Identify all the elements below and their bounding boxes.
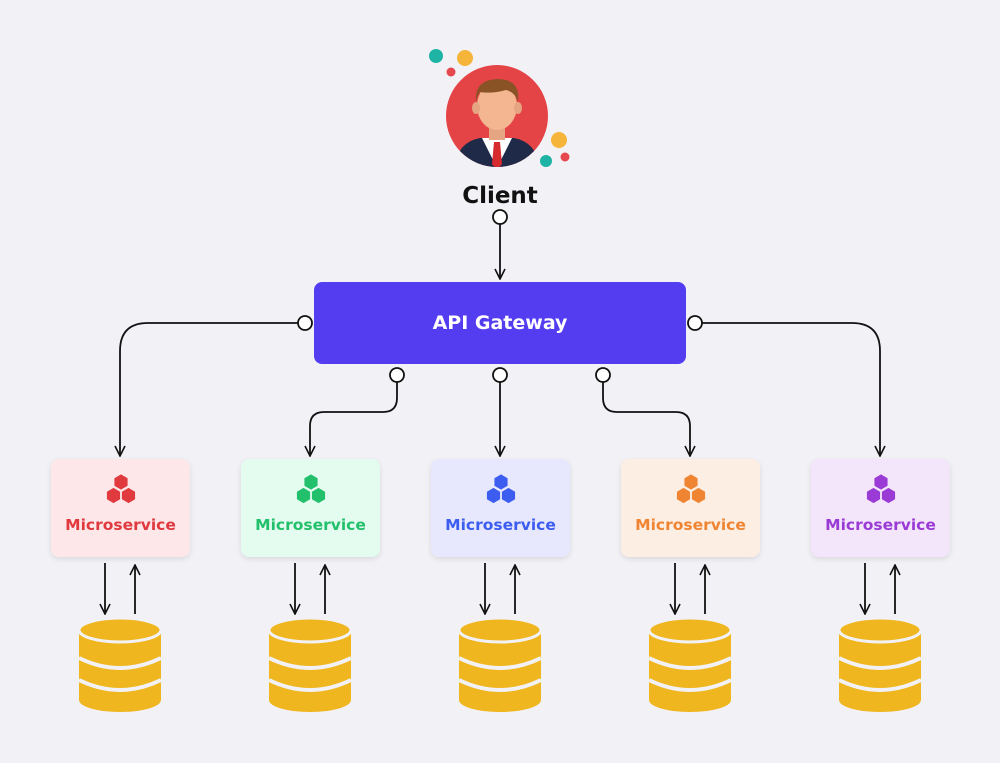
decorative-dot xyxy=(551,132,567,148)
hexagon-cluster-icon xyxy=(866,474,895,504)
microservice-card-1: Microservice xyxy=(51,459,190,557)
microservice-card-3: Microservice xyxy=(431,459,570,557)
decorative-dot xyxy=(429,49,443,63)
connector-gateway-service-5 xyxy=(702,322,880,456)
connector-gateway-service-1 xyxy=(120,322,298,456)
microservice-card-2: Microservice xyxy=(241,459,380,557)
microservice-label: Microservice xyxy=(445,516,556,534)
microservice-card-4: Microservice xyxy=(621,459,760,557)
decorative-dot xyxy=(560,152,570,162)
decorative-dot xyxy=(446,67,456,77)
decorative-dot xyxy=(457,50,473,66)
hexagon-cluster-icon xyxy=(486,474,515,504)
database-icon xyxy=(838,618,922,712)
microservice-label: Microservice xyxy=(635,516,746,534)
hexagon-cluster-icon xyxy=(106,474,135,504)
api-gateway: API Gateway xyxy=(314,282,686,364)
database-icon xyxy=(648,618,732,712)
database-icon xyxy=(458,618,542,712)
connector-port xyxy=(595,367,611,383)
microservice-label: Microservice xyxy=(65,516,176,534)
connector-gateway-service-2 xyxy=(310,382,398,456)
microservice-card-5: Microservice xyxy=(811,459,950,557)
api-gateway-label: API Gateway xyxy=(432,312,568,334)
microservice-label: Microservice xyxy=(825,516,936,534)
connector-port xyxy=(687,315,703,331)
connector-port xyxy=(492,209,508,225)
microservice-label: Microservice xyxy=(255,516,366,534)
connector-port xyxy=(297,315,313,331)
decorative-dot xyxy=(540,155,552,167)
connector-port xyxy=(389,367,405,383)
client-label: Client xyxy=(462,183,538,209)
hexagon-cluster-icon xyxy=(296,474,325,504)
connector-gateway-service-4 xyxy=(602,382,690,456)
database-icon xyxy=(78,618,162,712)
hexagon-cluster-icon xyxy=(676,474,705,504)
businessman-avatar-icon xyxy=(446,65,548,167)
client-avatar xyxy=(429,49,570,167)
connector-port xyxy=(492,367,508,383)
database-icon xyxy=(268,618,352,712)
